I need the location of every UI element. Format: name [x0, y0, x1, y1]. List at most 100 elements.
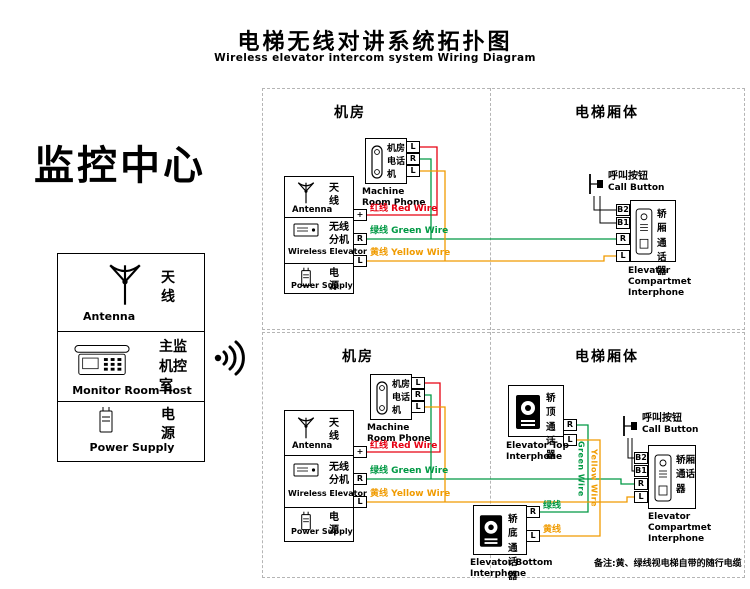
wireless-power-label-en: Power Supply: [291, 281, 353, 290]
wireless-unit-box: 天 线 Antenna 无线 分机 Wireless Elevator 电 源 …: [284, 410, 367, 542]
handset-icon: [369, 144, 385, 180]
terminal: L: [634, 491, 648, 503]
terminal: +: [353, 446, 367, 458]
section-label-machine-room: 机房: [342, 349, 374, 365]
terminal: L: [411, 377, 425, 389]
wireless-antenna-label-en: Antenna: [292, 441, 333, 451]
bottom-interphone-label-en: Elevator Bottom Interphone: [470, 558, 553, 579]
terminal: R: [411, 389, 425, 401]
section-label-elevator-body: 电梯厢体: [575, 349, 639, 365]
wireless-power-label-zh: 电 源: [329, 268, 339, 292]
power-label-en: Power Supply: [89, 441, 175, 454]
interphone-icon: [654, 454, 672, 502]
page-title: 电梯无线对讲系统拓扑图: [237, 30, 513, 55]
terminal: L: [526, 530, 540, 542]
top-interphone-box: 轿顶 通话 器: [508, 385, 564, 461]
machine-room-phone-box: 机房 电话 机: [370, 374, 412, 420]
interphone-icon: [635, 208, 653, 255]
terminal: B1: [634, 465, 648, 477]
antenna-icon: [295, 416, 317, 440]
region-bottom: [262, 332, 745, 578]
box-divider: [285, 217, 353, 218]
wireless-unit-label-en: Wireless Elevator: [288, 489, 367, 498]
yellow-wire-label: 黄线 Yellow Wire: [370, 248, 451, 258]
footnote: 备注:黄、绿线视电梯自带的随行电缆: [594, 559, 742, 569]
terminal: L: [411, 401, 425, 413]
terminal: B2: [616, 204, 630, 216]
yellow-wire-label: 黄线 Yellow Wire: [370, 489, 451, 499]
wireless-unit-label-zh: 无线 分机: [329, 222, 349, 246]
red-wire-label: 红线 Red Wire: [370, 441, 438, 451]
power-supply-icon: [98, 406, 114, 434]
region-bottom-divider: [490, 332, 491, 578]
wireless-unit-label-zh: 无线 分机: [329, 462, 349, 486]
terminal: L: [406, 141, 420, 153]
compartment-interphone-box: 轿厢 通话 器: [648, 445, 696, 509]
green-wire-label: 绿线 Green Wire: [370, 226, 449, 236]
machine-room-phone-box: 机房 电话 机: [365, 138, 407, 184]
terminal: R: [526, 506, 540, 518]
antenna-icon: [295, 181, 317, 205]
wireless-signal-icon: [211, 338, 253, 378]
monitor-center-panel: 天 线 Antenna 主监 机控 室 Monitor Room Host: [57, 253, 205, 462]
box-divider: [285, 455, 353, 456]
desk-phone-icon: [73, 341, 131, 379]
yellow-wire-short-label: 黄线: [543, 525, 562, 535]
bottom-interphone-box: 轿底 通话 器: [473, 505, 527, 582]
terminal: L: [353, 496, 367, 508]
handset-icon: [374, 380, 390, 416]
terminal: R: [616, 233, 630, 245]
monitor-center-title: 监控中心: [34, 143, 206, 189]
page-subtitle: Wireless elevator intercom system Wiring…: [214, 52, 536, 64]
region-top-divider: [490, 88, 491, 330]
red-wire-label: 红线 Red Wire: [370, 204, 438, 214]
terminal: R: [353, 473, 367, 485]
wireless-antenna-label-zh: 天 线: [329, 183, 339, 207]
speaker-icon: [479, 514, 503, 548]
terminal: R: [563, 419, 577, 431]
section-label-machine-room: 机房: [334, 105, 366, 121]
power-label-zh: 电 源: [161, 407, 175, 442]
power-supply-icon: [299, 267, 313, 287]
terminal: L: [406, 165, 420, 177]
antenna-label-en: Antenna: [83, 310, 136, 323]
panel-divider: [58, 331, 204, 332]
yellow-wire-vertical-label: Yellow Wire: [589, 449, 599, 508]
machine-room-phone-label-zh: 机房 电话 机: [387, 144, 406, 181]
wireless-antenna-label-en: Antenna: [292, 205, 333, 215]
wireless-power-label-zh: 电 源: [329, 512, 339, 536]
call-button-label-en: Call Button: [642, 425, 699, 435]
terminal: B2: [634, 452, 648, 464]
compartment-interphone-label-zh: 轿厢 通话 器: [676, 455, 696, 495]
compartment-interphone-box: 轿厢 通话 器: [630, 200, 676, 277]
call-button-label-zh: 呼叫按钮: [608, 171, 648, 182]
green-wire-vertical-label: Green Wire: [576, 441, 586, 497]
box-divider: [285, 507, 353, 508]
call-button-label-en: Call Button: [608, 183, 665, 193]
box-divider: [285, 263, 353, 264]
region-top: [262, 88, 745, 330]
wireless-extension-icon: [293, 223, 319, 237]
compartment-interphone-label-en: Elevator Compartmet Interphone: [628, 266, 692, 298]
compartment-interphone-label-en: Elevator Compartmet Interphone: [648, 512, 712, 544]
machine-room-phone-label-zh: 机房 电话 机: [392, 380, 411, 417]
section-label-elevator-body: 电梯厢体: [575, 105, 639, 121]
top-interphone-label-en: Elevator Top Interphone: [506, 441, 569, 462]
panel-divider: [58, 401, 204, 402]
compartment-interphone-label-zh: 轿厢 通话 器: [657, 209, 667, 277]
antenna-label-zh: 天 线: [161, 270, 175, 305]
call-button-icon: [622, 414, 638, 438]
wireless-extension-icon: [293, 463, 319, 477]
terminal: L: [616, 250, 630, 262]
antenna-icon: [105, 262, 145, 308]
wireless-antenna-label-zh: 天 线: [329, 418, 339, 442]
call-button-icon: [588, 172, 604, 196]
power-supply-icon: [299, 511, 313, 531]
wireless-power-label-en: Power Supply: [291, 527, 353, 536]
terminal: B1: [616, 217, 630, 229]
call-button-label-zh: 呼叫按钮: [642, 413, 682, 424]
wireless-unit-label-en: Wireless Elevator: [288, 247, 367, 256]
terminal: R: [353, 233, 367, 245]
terminal: +: [353, 209, 367, 221]
